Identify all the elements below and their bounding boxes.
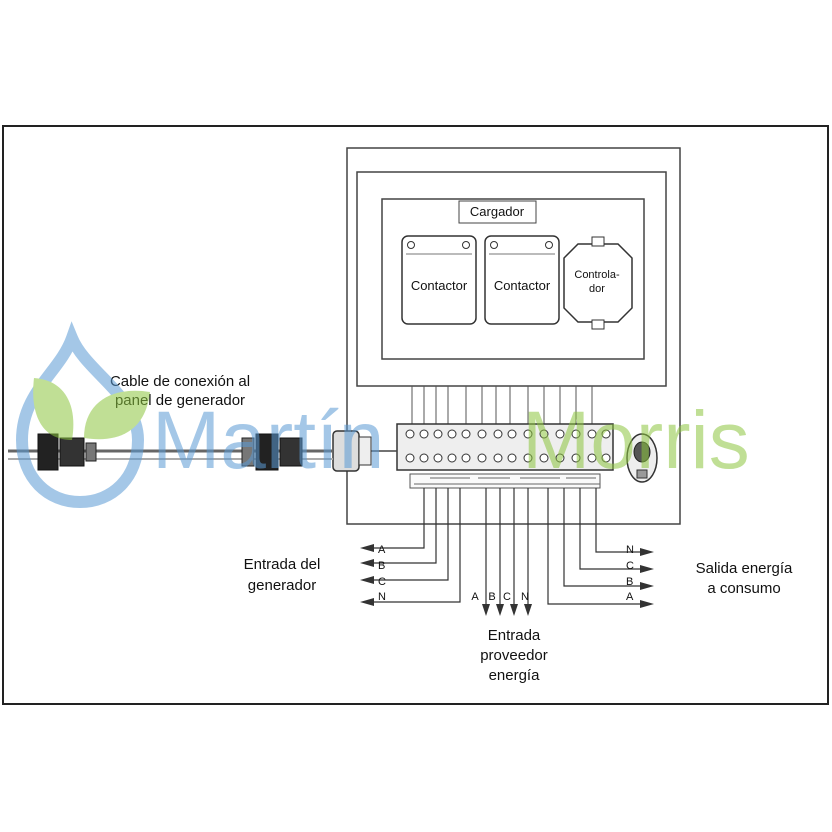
consumer-output-wires <box>547 488 640 605</box>
consumer-phase-b: B <box>626 576 633 588</box>
supplier-phase-a: A <box>471 591 479 603</box>
charger-box <box>458 200 537 224</box>
panel-input-connector <box>332 430 397 472</box>
contactor-1-label: Contactor <box>411 278 468 293</box>
supplier-input-caption-line1: Entrada <box>488 627 541 644</box>
internal-wires <box>411 386 593 424</box>
generator-input-caption-line2: generador <box>248 577 316 594</box>
supplier-input-arrows <box>482 604 532 616</box>
contactor-2-label: Contactor <box>494 278 551 293</box>
generator-input-arrows <box>360 544 374 606</box>
generator-cable-caption-line1: Cable de conexión al <box>110 373 250 390</box>
supplier-phase-b: B <box>488 591 495 603</box>
generator-phase-b: B <box>378 560 385 572</box>
leaf-icon <box>84 390 150 440</box>
generator-phase-a: A <box>378 544 386 556</box>
consumer-output-arrows <box>640 548 654 608</box>
contactor-1 <box>401 235 477 325</box>
contactor-1-screw-left <box>407 241 415 249</box>
supplier-phase-n: N <box>521 591 529 603</box>
supplier-input-caption-line3: energía <box>489 667 541 684</box>
contactor-2-screw-right <box>545 241 553 249</box>
consumer-phase-a: A <box>626 591 634 603</box>
charger-label: Cargador <box>470 204 525 219</box>
watermark-brand-part1: Martín <box>152 395 384 486</box>
watermark-brand-part2: Morris <box>522 395 750 486</box>
terminal-block <box>396 423 614 489</box>
generator-input-wires <box>374 488 461 603</box>
generator-input-caption-line1: Entrada del <box>244 556 321 573</box>
key-switch <box>626 433 658 483</box>
generator-cable <box>8 433 333 471</box>
leaf-icon <box>33 378 74 440</box>
supplier-input-wires <box>485 488 529 608</box>
supplier-input-caption-line2: proveedor <box>480 647 548 664</box>
supplier-phase-c: C <box>503 591 511 603</box>
contactor-2 <box>484 235 560 325</box>
controller-box <box>563 243 633 323</box>
consumer-output-caption-line1: Salida energía <box>696 560 793 577</box>
generator-phase-c: C <box>378 576 386 588</box>
consumer-output-caption-line2: a consumo <box>707 580 780 597</box>
contactor-1-screw-right <box>462 241 470 249</box>
controller-label-line2: dor <box>589 283 605 295</box>
brand-watermark: Martín Morris <box>15 321 750 509</box>
consumer-phase-n: N <box>626 544 634 556</box>
controller-label-line1: Controla- <box>574 269 620 281</box>
generator-phase-n: N <box>378 591 386 603</box>
consumer-phase-c: C <box>626 560 634 572</box>
contactor-2-screw-left <box>490 241 498 249</box>
